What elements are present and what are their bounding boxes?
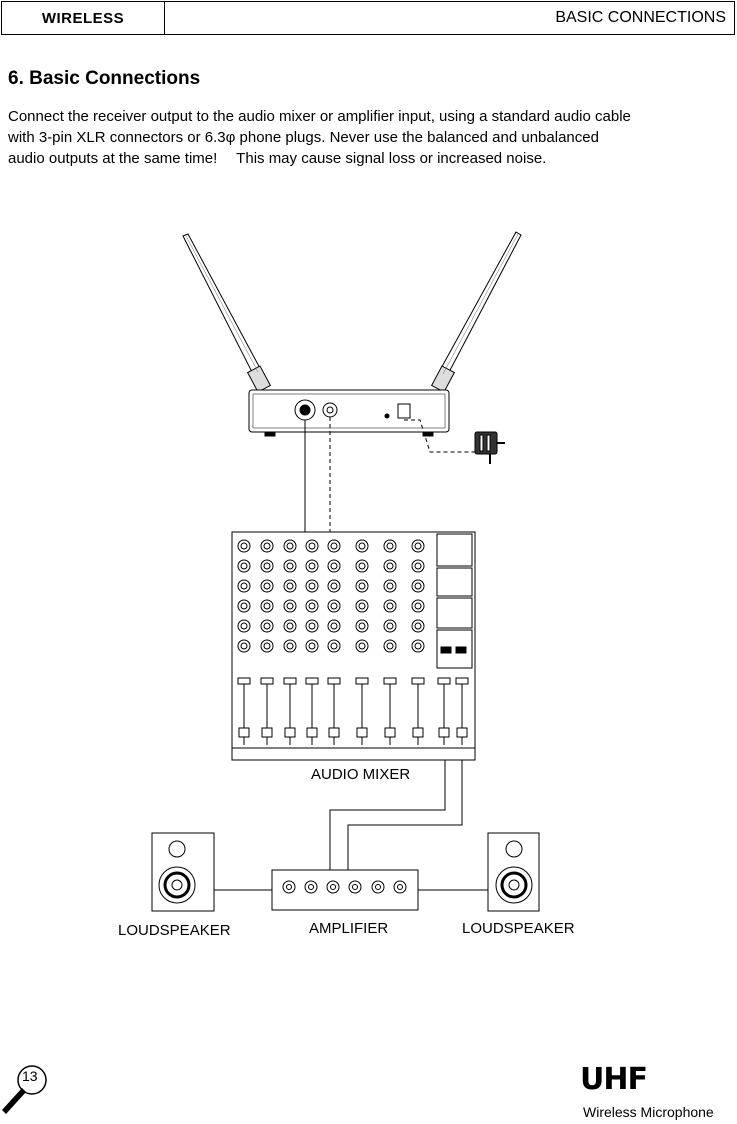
mixer-knob-center	[263, 542, 271, 550]
channel-button	[260, 677, 274, 685]
fader-cap	[328, 727, 340, 738]
antenna-icon	[182, 233, 272, 393]
mixer-knob-center	[286, 642, 294, 650]
mixer-knob-center	[358, 542, 366, 550]
mixer-knob-center	[308, 642, 316, 650]
channel-button	[455, 677, 469, 685]
mixer-knob-center	[263, 562, 271, 570]
header-section-label: WIRELESS	[2, 2, 165, 34]
mixer-knob-center	[358, 622, 366, 630]
uhf-logo: UHF	[580, 1062, 648, 1097]
mixer-knob-center	[263, 622, 271, 630]
mixer-knob-center	[240, 582, 248, 590]
fader-cap	[306, 727, 318, 738]
mixer-knob-center	[414, 642, 422, 650]
mixer-knob-center	[358, 562, 366, 570]
channel-button	[437, 677, 451, 685]
paragraph-line: with 3-pin XLR connectors or 6.3φ phone …	[8, 129, 599, 146]
channel-button	[283, 677, 297, 685]
microphone-icon	[2, 1065, 47, 1114]
mixer-knob-center	[308, 602, 316, 610]
fader-cap	[412, 727, 424, 738]
channel-button	[327, 677, 341, 685]
fader-cap	[356, 727, 368, 738]
amplifier-label: AMPLIFIER	[309, 920, 389, 937]
mixer-knob-center	[386, 602, 394, 610]
mixer-knob-center	[263, 642, 271, 650]
connection-diagram	[151, 231, 540, 912]
mixer-knob-center	[414, 542, 422, 550]
paragraph-line: Connect the receiver output to the audio…	[8, 108, 631, 125]
mixer-knob-center	[330, 562, 338, 570]
mixer-knob-center	[330, 602, 338, 610]
mixer-knob-center	[330, 582, 338, 590]
mixer-knob-center	[386, 642, 394, 650]
fader-cap	[438, 727, 450, 738]
fader-cap	[284, 727, 296, 738]
mixer-knob-center	[358, 602, 366, 610]
paragraph-line: audio outputs at the same time! This may…	[8, 150, 547, 167]
mixer-knob-center	[330, 622, 338, 630]
section-title: 6. Basic Connections	[8, 68, 201, 89]
mixer-label: AUDIO MIXER	[311, 766, 411, 783]
amplifier-icon	[271, 869, 419, 911]
fader-cap	[238, 727, 250, 738]
antenna-icon	[430, 231, 522, 393]
mixer-knob-center	[386, 582, 394, 590]
fader-cap	[261, 727, 273, 738]
channel-button	[411, 677, 425, 685]
mixer-knob-center	[358, 642, 366, 650]
left-speaker-label: LOUDSPEAKER	[118, 922, 231, 939]
mixer-knob-center	[358, 582, 366, 590]
mixer-knob-center	[240, 622, 248, 630]
power-adapter-icon	[404, 419, 505, 464]
fader-cap	[456, 727, 468, 738]
mixer-knob-center	[330, 542, 338, 550]
mixer-knob-center	[240, 642, 248, 650]
mixer-knob-center	[240, 602, 248, 610]
mixer-knob-center	[386, 562, 394, 570]
mixer-knob-center	[308, 542, 316, 550]
mixer-knob-center	[263, 582, 271, 590]
mixer-knob-center	[414, 582, 422, 590]
header-chapter-title: BASIC CONNECTIONS	[555, 9, 726, 26]
mixer-knob-center	[263, 602, 271, 610]
mixer-knob-center	[414, 602, 422, 610]
mixer-knob-center	[386, 542, 394, 550]
mixer-knob-center	[286, 622, 294, 630]
channel-button	[237, 677, 251, 685]
mixer-knob-center	[286, 602, 294, 610]
channel-button	[383, 677, 397, 685]
channel-button	[355, 677, 369, 685]
mixer-knob-center	[240, 542, 248, 550]
mixer-knob-center	[414, 622, 422, 630]
mixer-knob-center	[308, 622, 316, 630]
page-number: 13	[22, 1068, 38, 1084]
mixer-icon	[231, 531, 476, 761]
mixer-knob-center	[386, 622, 394, 630]
receiver-icon	[248, 389, 450, 437]
section-paragraph: Connect the receiver output to the audio…	[8, 106, 708, 169]
mixer-knob-center	[286, 582, 294, 590]
mixer-knob-center	[330, 642, 338, 650]
page-header: WIRELESS BASIC CONNECTIONS	[1, 1, 735, 35]
mixer-knob-center	[308, 562, 316, 570]
loudspeaker-icon	[487, 832, 540, 912]
mixer-knob-center	[308, 582, 316, 590]
mixer-knob-center	[286, 542, 294, 550]
channel-button	[305, 677, 319, 685]
mixer-knob-center	[286, 562, 294, 570]
footer-product-name: Wireless Microphone	[583, 1104, 714, 1120]
mixer-knob-center	[414, 562, 422, 570]
fader-cap	[384, 727, 396, 738]
mixer-knob-center	[240, 562, 248, 570]
loudspeaker-icon	[151, 832, 215, 912]
right-speaker-label: LOUDSPEAKER	[462, 920, 575, 937]
